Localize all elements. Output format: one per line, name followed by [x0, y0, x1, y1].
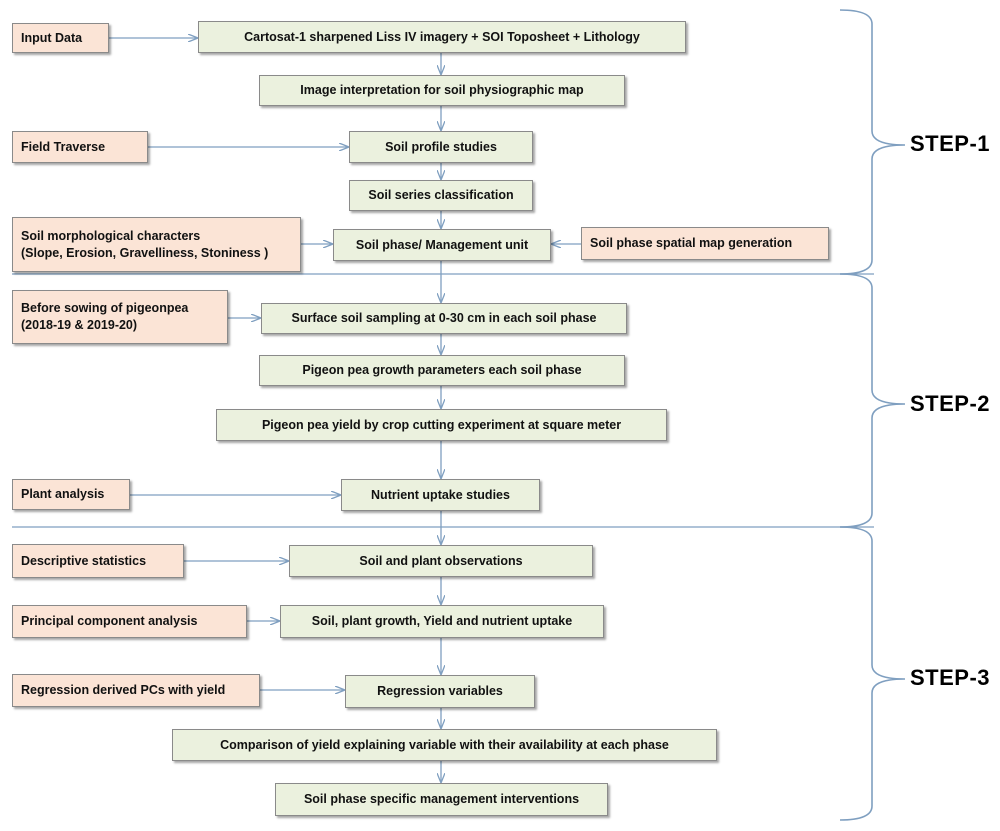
process-soil-phase-label: Soil phase/ Management unit	[355, 237, 529, 252]
process-cartosat: Cartosat-1 sharpened Liss IV imagery + S…	[198, 21, 686, 53]
input-plant-analysis-label: Plant analysis	[21, 487, 105, 502]
step-1-brace	[839, 9, 906, 275]
input-regression-pcs-label: Regression derived PCs with yield	[21, 683, 226, 698]
process-soil-plant-observations: Soil and plant observations	[289, 545, 593, 577]
process-soil-plant-growth: Soil, plant growth, Yield and nutrient u…	[280, 605, 604, 638]
process-cartosat-label: Cartosat-1 sharpened Liss IV imagery + S…	[244, 29, 640, 44]
process-regression-variables-label: Regression variables	[377, 684, 503, 699]
input-before-sowing: Before sowing of pigeonpea (2018-19 & 20…	[12, 290, 228, 344]
input-regression-pcs: Regression derived PCs with yield	[12, 674, 260, 707]
process-soil-phase: Soil phase/ Management unit	[333, 229, 551, 261]
process-comparison: Comparison of yield explaining variable …	[172, 729, 717, 761]
process-soil-profile: Soil profile studies	[349, 131, 533, 163]
process-growth-params-label: Pigeon pea growth parameters each soil p…	[302, 363, 582, 378]
input-soil-phase-map: Soil phase spatial map generation	[581, 227, 829, 260]
process-image-interpretation: Image interpretation for soil physiograp…	[259, 75, 625, 106]
input-soil-morphological-label: Soil morphological characters (Slope, Er…	[21, 228, 269, 260]
input-soil-phase-map-label: Soil phase spatial map generation	[590, 236, 793, 251]
step-1-label: STEP-1	[910, 131, 991, 156]
input-descriptive-statistics: Descriptive statistics	[12, 544, 184, 578]
step-2-label: STEP-2	[910, 391, 991, 416]
input-pca: Principal component analysis	[12, 605, 247, 638]
step-3-label: STEP-3	[910, 665, 991, 690]
input-plant-analysis: Plant analysis	[12, 479, 130, 510]
process-comparison-label: Comparison of yield explaining variable …	[220, 737, 669, 752]
process-regression-variables: Regression variables	[345, 675, 535, 708]
process-soil-series: Soil series classification	[349, 180, 533, 211]
process-soil-profile-label: Soil profile studies	[385, 139, 497, 154]
input-soil-morphological: Soil morphological characters (Slope, Er…	[12, 217, 301, 272]
process-yield-cutting-label: Pigeon pea yield by crop cutting experim…	[261, 417, 622, 432]
process-soil-plant-observations-label: Soil and plant observations	[359, 553, 523, 568]
process-image-interpretation-label: Image interpretation for soil physiograp…	[300, 83, 584, 98]
process-interventions-label: Soil phase specific management intervent…	[303, 792, 580, 807]
input-field-traverse-label: Field Traverse	[21, 139, 106, 154]
process-surface-sampling-label: Surface soil sampling at 0-30 cm in each…	[291, 311, 597, 326]
input-descriptive-statistics-label: Descriptive statistics	[21, 553, 147, 568]
input-pca-label: Principal component analysis	[21, 614, 198, 629]
process-surface-sampling: Surface soil sampling at 0-30 cm in each…	[261, 303, 627, 334]
process-nutrient-uptake: Nutrient uptake studies	[341, 479, 540, 511]
input-before-sowing-label: Before sowing of pigeonpea (2018-19 & 20…	[21, 301, 189, 332]
process-growth-params: Pigeon pea growth parameters each soil p…	[259, 355, 625, 386]
input-input-data: Input Data	[12, 23, 109, 53]
process-nutrient-uptake-label: Nutrient uptake studies	[371, 487, 510, 502]
process-yield-cutting: Pigeon pea yield by crop cutting experim…	[216, 409, 667, 441]
input-field-traverse: Field Traverse	[12, 131, 148, 163]
process-interventions: Soil phase specific management intervent…	[275, 783, 608, 816]
input-input-data-label: Input Data	[21, 30, 83, 45]
step-3-brace	[839, 526, 906, 821]
process-soil-series-label: Soil series classification	[368, 188, 514, 203]
process-soil-plant-growth-label: Soil, plant growth, Yield and nutrient u…	[311, 614, 573, 629]
step-2-brace	[839, 273, 906, 528]
